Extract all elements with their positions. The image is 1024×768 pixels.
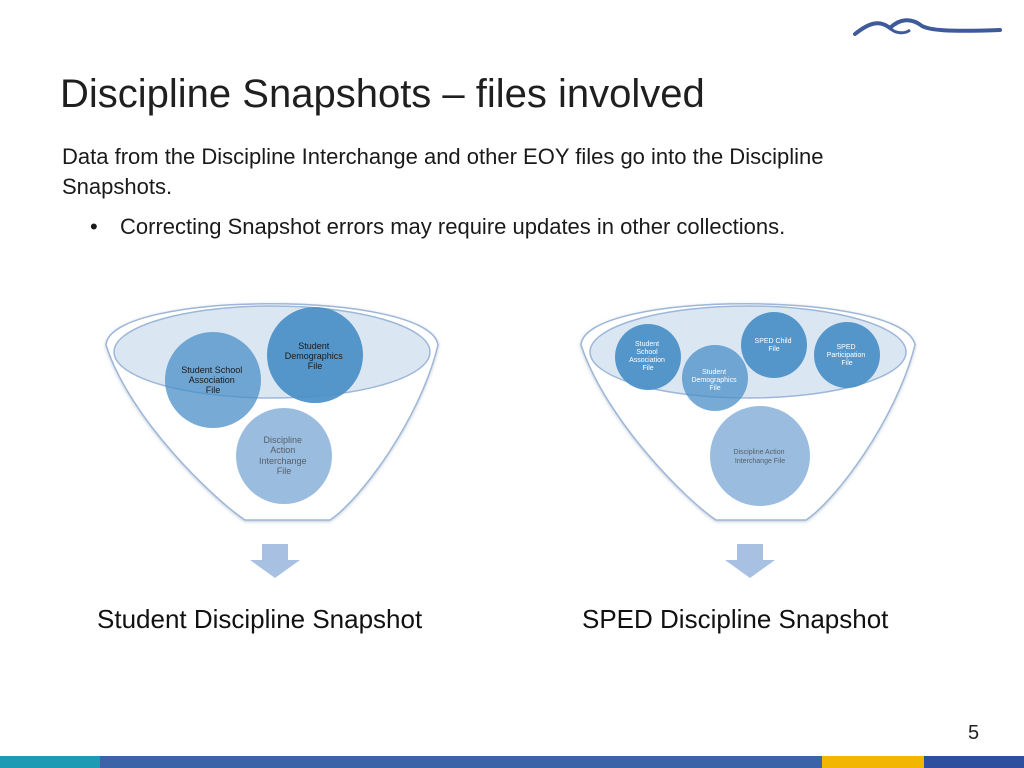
footer-segment-blue <box>100 756 822 768</box>
right-circle-discipline-action-label: Discipline Action Interchange File <box>734 449 787 465</box>
left-circle-demographics-label: Student Demographics File <box>285 341 346 371</box>
right-circle-demographics-label: Student Demographics File <box>691 369 738 392</box>
bullet-symbol: • <box>90 214 98 239</box>
footer-segment-navy <box>924 756 1024 768</box>
bullet-text: Correcting Snapshot errors may require u… <box>120 214 786 239</box>
footer-color-bar <box>0 756 1024 768</box>
sped-discipline-snapshot-label: SPED Discipline Snapshot <box>582 604 889 634</box>
right-circle-school-association <box>615 324 681 390</box>
mountain-logo-icon <box>853 18 1002 36</box>
right-circle-school-association-label: Student School Association File <box>629 341 667 372</box>
down-arrow-icon <box>725 544 775 578</box>
intro-line-2: Snapshots. <box>62 174 173 199</box>
left-circle-discipline-action-label: Discipline Action Interchange File <box>259 435 309 476</box>
right-funnel: SPED Child File SPED Participation File … <box>580 303 916 578</box>
left-circle-school-association-label: Student School Association File <box>181 365 245 395</box>
page-number: 5 <box>968 722 980 744</box>
right-circle-sped-participation <box>814 322 880 388</box>
intro-text: Data from the Discipline Interchange and… <box>62 142 962 202</box>
right-circle-sped-participation-label: SPED Participation File <box>827 344 867 367</box>
footer-segment-gold <box>822 756 924 768</box>
right-circle-sped-child <box>741 312 807 378</box>
intro-line-1: Data from the Discipline Interchange and… <box>62 144 824 169</box>
page-title: Discipline Snapshots – files involved <box>60 72 705 116</box>
student-discipline-snapshot-label: Student Discipline Snapshot <box>97 604 423 634</box>
left-circle-discipline-action <box>236 408 332 504</box>
left-circle-demographics <box>267 307 363 403</box>
left-circle-school-association <box>165 332 261 428</box>
right-circle-sped-child-label: SPED Child File <box>755 338 794 353</box>
right-circle-demographics <box>682 345 748 411</box>
left-funnel: Student Demographics File Student School… <box>105 303 439 578</box>
right-circle-discipline-action <box>710 406 810 506</box>
footer-segment-teal <box>0 756 100 768</box>
bullet-item: • Correcting Snapshot errors may require … <box>90 212 785 242</box>
down-arrow-icon <box>250 544 300 578</box>
